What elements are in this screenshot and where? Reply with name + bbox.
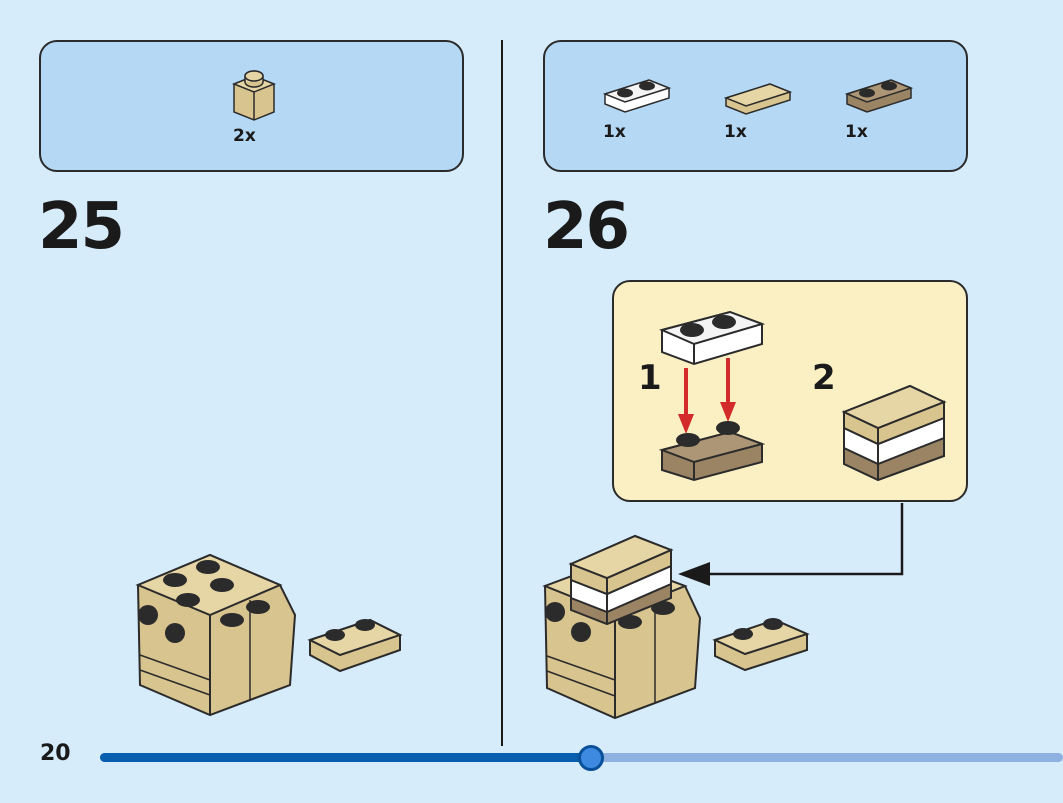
sub-assembly-callout: 1 2	[612, 280, 968, 502]
tan-tile-1x2-icon	[723, 83, 793, 115]
sub-step-number: 1	[638, 358, 662, 398]
model-assembly-step-25	[135, 553, 403, 717]
tan-brick-1x1-icon	[231, 70, 277, 121]
model-assembly-step-26	[542, 534, 810, 720]
progress-indicator	[578, 745, 604, 771]
part-qty: 2x	[233, 126, 256, 146]
parts-list-step-25: 2x	[39, 40, 464, 172]
sub-step-1-illustration	[658, 310, 766, 482]
part-qty: 1x	[845, 122, 868, 142]
sub-step-2-illustration	[841, 384, 947, 482]
step-divider	[501, 40, 503, 746]
step-number: 26	[543, 190, 630, 264]
progress-fill	[100, 753, 591, 762]
sub-step-number: 2	[812, 358, 836, 398]
part-qty: 1x	[724, 122, 747, 142]
step-number: 25	[38, 190, 125, 264]
dark-tan-plate-1x2-icon	[844, 79, 914, 113]
part-qty: 1x	[603, 122, 626, 142]
parts-list-step-26: 1x 1x 1x	[543, 40, 968, 172]
page-number: 20	[40, 741, 71, 766]
white-plate-1x2-icon	[602, 79, 672, 113]
